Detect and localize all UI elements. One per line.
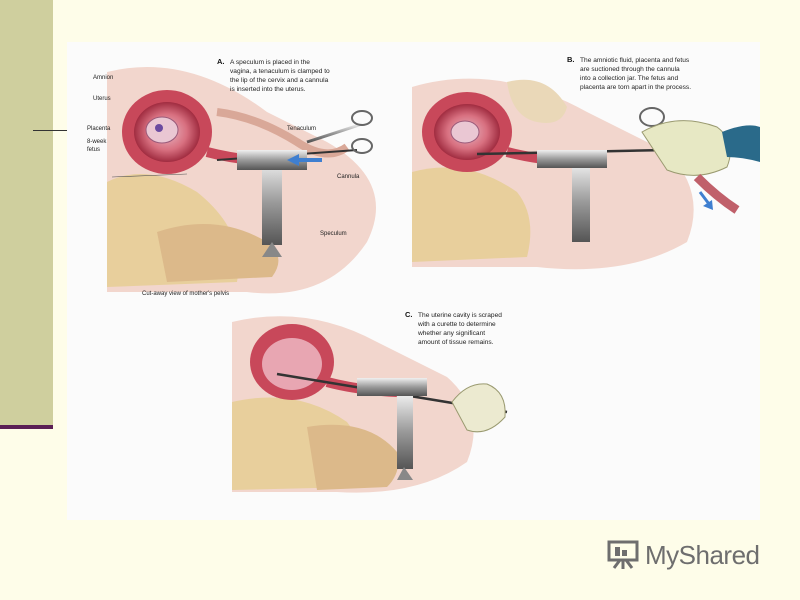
panel-a-caption-line-3: the lip of the cervix and a cannula <box>230 77 329 84</box>
panel-a-footnote: Cut-away view of mother's pelvis <box>142 291 229 297</box>
label-fetus-line-2: fetus <box>87 147 100 153</box>
label-amnion: Amnion <box>93 75 113 81</box>
presentation-board-icon <box>607 540 639 569</box>
panel-c-caption-line-3: whether any significant <box>417 330 485 337</box>
label-tenaculum: Tenaculum <box>287 126 316 132</box>
panel-b-letter: B. <box>567 55 575 64</box>
panel-c-caption-line-1: The uterine cavity is scraped <box>418 312 502 319</box>
panel-a-caption-line-4: is inserted into the uterus. <box>230 86 306 93</box>
divider-line <box>33 130 67 131</box>
label-speculum: Speculum <box>320 231 347 237</box>
panel-c-letter: C. <box>405 310 413 319</box>
label-cannula: Cannula <box>337 174 360 180</box>
medical-illustration: A. A speculum is placed in the vagina, a… <box>67 42 760 520</box>
panel-b-caption-line-2: are suctioned through the cannula <box>580 66 680 73</box>
myshared-logo[interactable]: MyShared <box>606 537 760 573</box>
logo-text: MyShared <box>645 539 760 570</box>
panel-c-caption-line-4: amount of tissue remains. <box>418 339 494 346</box>
sidebar-accent-bar <box>0 0 53 425</box>
panel-a-illustration <box>107 67 376 294</box>
panel-a-caption-line-2: vagina, a tenaculum is clamped to <box>230 68 330 75</box>
panel-a-letter: A. <box>217 57 225 66</box>
panel-c-caption-line-2: with a curette to determine <box>417 321 496 328</box>
panel-b-illustration <box>412 78 760 270</box>
panel-a-caption-line-1: A speculum is placed in the <box>230 59 310 66</box>
panel-b-caption-line-1: The amniotic fluid, placenta and fetus <box>580 57 690 64</box>
label-uterus: Uterus <box>93 96 111 102</box>
label-fetus-line-1: 8-week <box>87 139 107 145</box>
panel-c-illustration <box>232 316 508 493</box>
sidebar-underline <box>0 425 53 429</box>
panel-b-caption-line-3: into a collection jar. The fetus and <box>580 75 678 82</box>
label-placenta: Placenta <box>87 126 111 132</box>
panel-b-caption-line-4: placenta are torn apart in the process. <box>580 84 691 91</box>
